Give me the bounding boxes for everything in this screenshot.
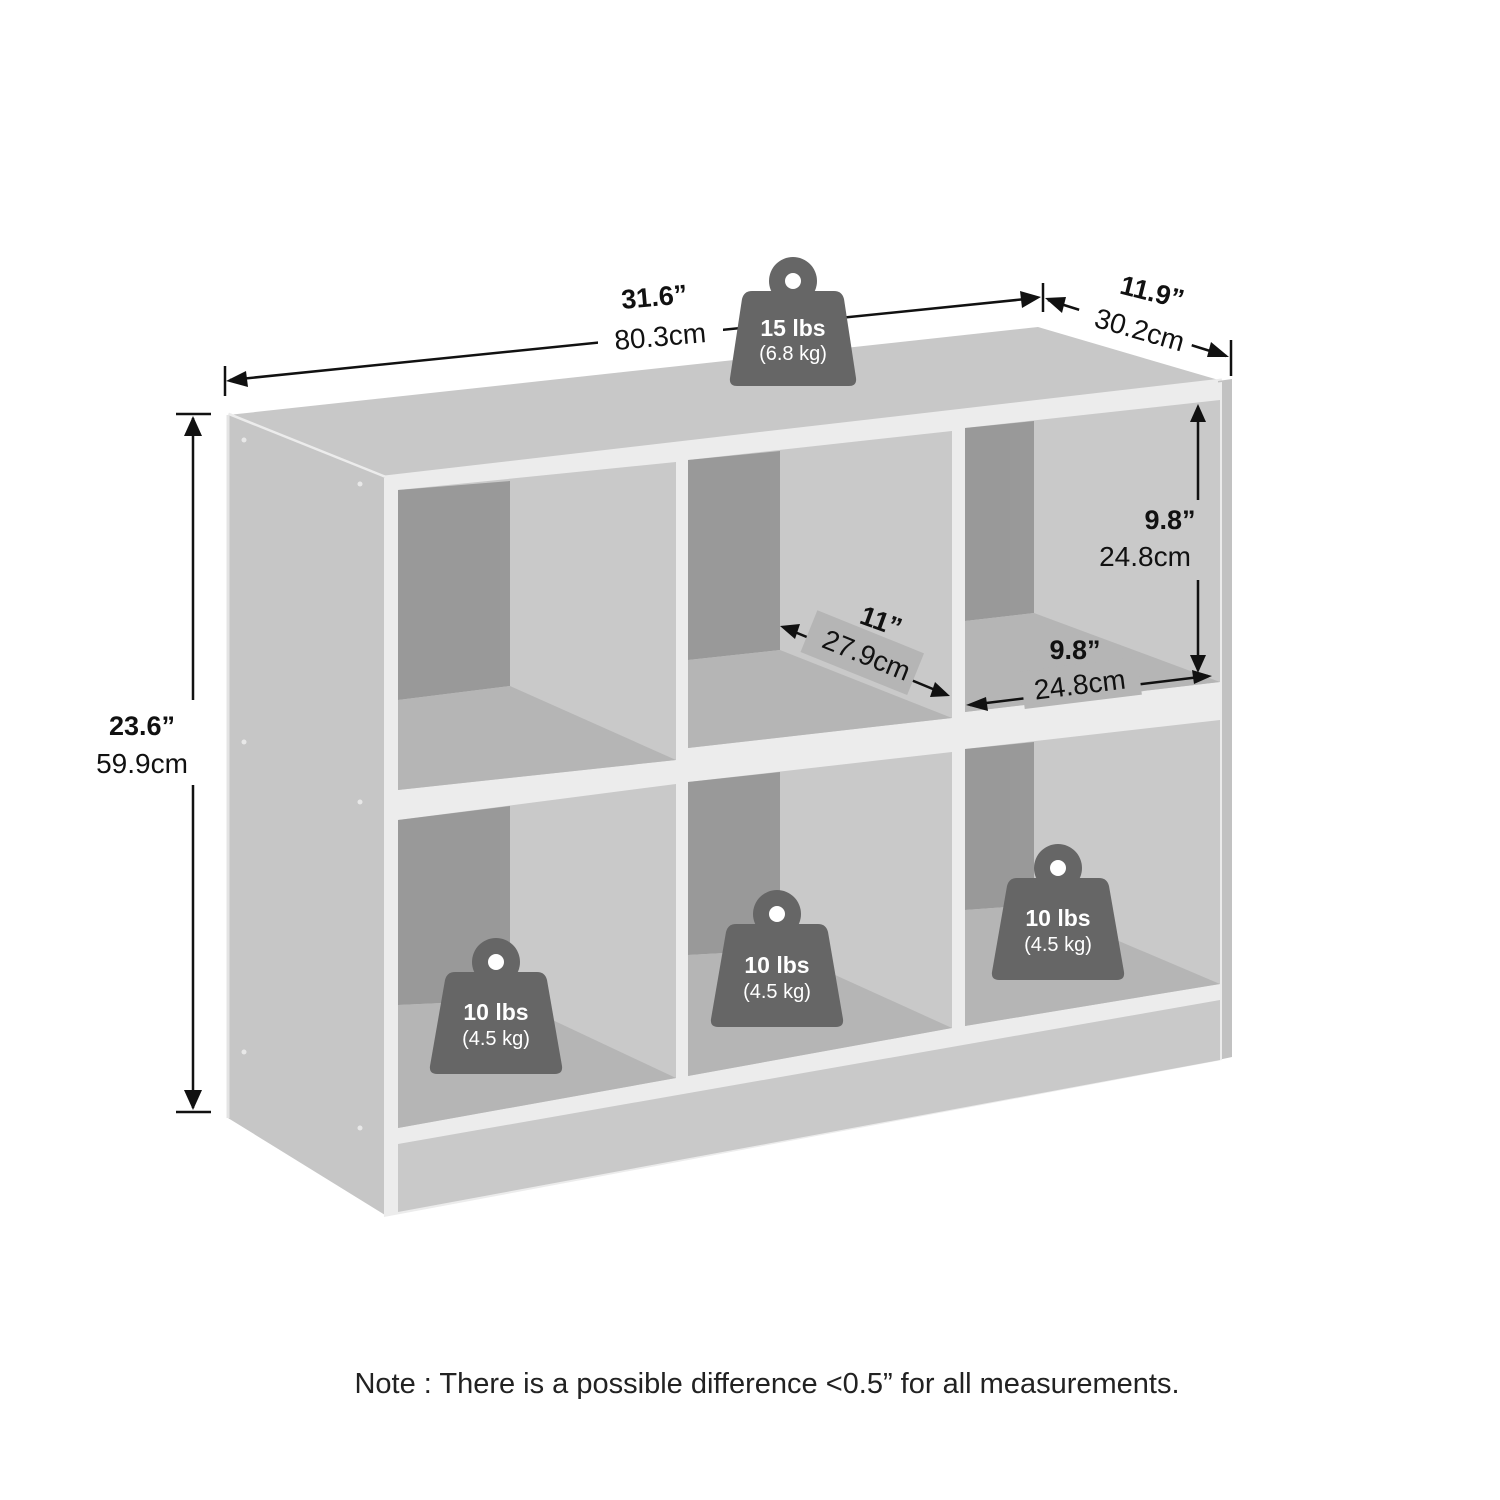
- arrowhead: [1207, 342, 1229, 357]
- bottom-middle-weight-kg: (4.5 kg): [743, 981, 811, 1003]
- arrowhead: [1045, 297, 1066, 313]
- cubby-top-left: [398, 462, 676, 790]
- shelf-left-side-panel: [228, 415, 385, 1215]
- width-inches-label: 31.6”: [620, 279, 688, 315]
- screw-holes: [241, 437, 363, 1131]
- arrowhead: [1190, 404, 1206, 422]
- top-weight-kg: (6.8 kg): [759, 343, 827, 365]
- cubby-height-cm-label: 24.8cm: [1099, 541, 1191, 572]
- arrowhead: [780, 624, 800, 639]
- height-cm-label: 59.9cm: [96, 748, 188, 779]
- measurement-note: Note : There is a possible difference <0…: [354, 1368, 1179, 1400]
- cubby-width-inches-label: 9.8”: [1049, 635, 1100, 665]
- height-inches-label: 23.6”: [109, 711, 175, 741]
- bottom-left-weight-kg: (4.5 kg): [462, 1028, 530, 1050]
- arrowhead: [226, 371, 248, 387]
- shelf-kick-plate: [398, 1000, 1220, 1212]
- arrowhead: [184, 1090, 202, 1110]
- cubby-bottom-left: [398, 784, 676, 1128]
- top-weight-lbs: 15 lbs: [760, 315, 825, 341]
- cubby-bottom-right: [965, 720, 1220, 1026]
- bottom-middle-weight-lbs: 10 lbs: [744, 952, 809, 978]
- shelf-top-surface: [228, 327, 1222, 478]
- weight-icon-bottom-right: 10 lbs (4.5 kg): [991, 844, 1125, 980]
- bottom-left-weight-lbs: 10 lbs: [463, 999, 528, 1025]
- arrowhead: [1190, 655, 1206, 673]
- cubby-bottom-middle: [688, 752, 952, 1076]
- arrowhead: [1192, 670, 1212, 684]
- arrowhead: [184, 416, 202, 436]
- bottom-right-weight-kg: (4.5 kg): [1024, 934, 1092, 956]
- arrowhead: [966, 697, 988, 711]
- cubby-height-inches-label: 9.8”: [1144, 505, 1195, 535]
- dimension-lines: [84, 276, 1233, 1114]
- arrowhead: [1020, 291, 1041, 308]
- cube-storage-shelf: [226, 327, 1232, 1217]
- cubby-top-middle: [688, 431, 952, 748]
- arrowhead: [930, 682, 950, 697]
- bottom-right-weight-lbs: 10 lbs: [1025, 905, 1090, 931]
- weight-icon-top: 15 lbs (6.8 kg): [729, 257, 857, 386]
- weight-icon-bottom-middle: 10 lbs (4.5 kg): [710, 890, 844, 1027]
- weight-icon-bottom-left: 10 lbs (4.5 kg): [429, 938, 563, 1074]
